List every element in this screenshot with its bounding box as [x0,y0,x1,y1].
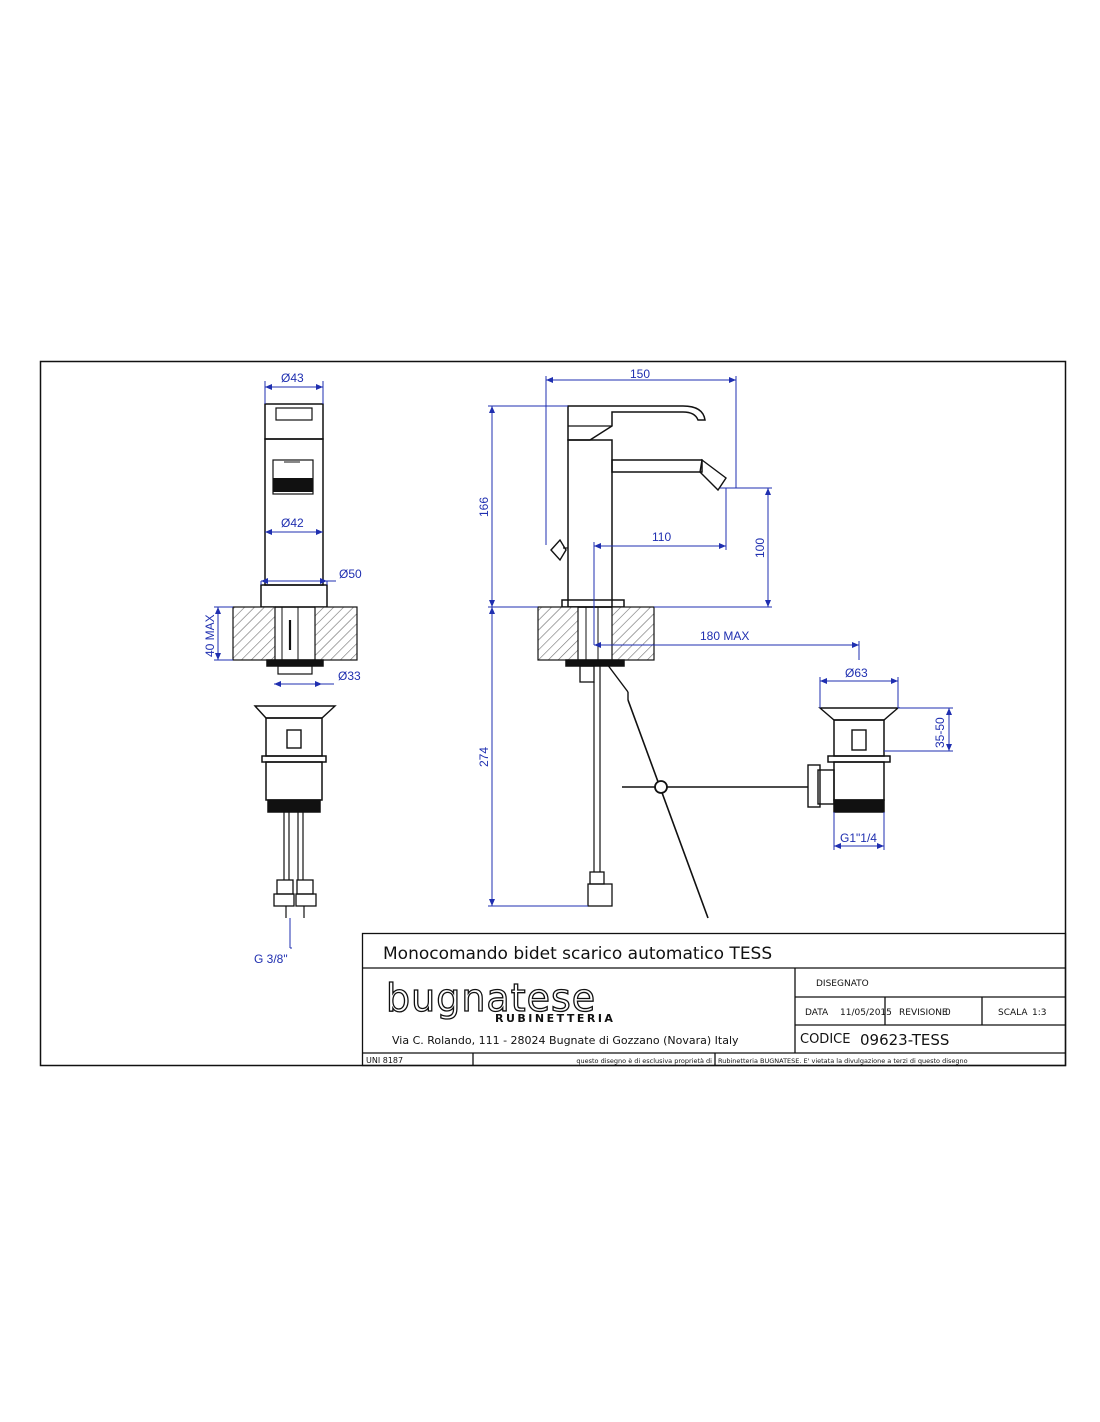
standard-label: UNI 8187 [366,1056,403,1065]
front-deck-left [537,606,579,661]
side-deck-left [232,606,276,661]
side-view [232,403,358,918]
front-drain-rod [627,699,709,919]
codice-value: 09623-TESS [860,1031,949,1049]
side-body [264,438,324,586]
dim-drain-thread: G1"1/4 [840,831,877,845]
scala-label: SCALA [998,1008,1028,1018]
dim-side-base-diam: Ø50 [339,567,362,581]
dim-front-width: 150 [630,367,650,381]
data-label: DATA [805,1008,829,1018]
brand-logo: bugnatese [386,976,596,1020]
side-base-flange [260,584,328,608]
codice-label: CODICE [800,1032,850,1047]
dim-side-body-diam: Ø42 [281,516,304,530]
side-view-dimensions [214,381,336,949]
data-value: 11/05/2015 [840,1008,892,1018]
disegnato-label: DISEGNATO [816,979,869,989]
dim-drain-top-diam: Ø63 [845,666,868,680]
dim-side-top-diam: Ø43 [281,371,304,385]
company-address: Via C. Rolando, 111 - 28024 Bugnate di G… [392,1034,739,1047]
dim-front-drain-max: 180 MAX [700,629,749,643]
drain-detail-dimensions [819,677,953,850]
side-view-dimension-labels: Ø43 Ø42 Ø50 40 MAX Ø33 G 3/8" [203,371,362,966]
front-body [567,439,613,608]
side-handle-cap [264,403,324,440]
front-deck-right [611,606,655,661]
dim-front-spout-reach: 110 [652,530,671,544]
title-block [361,932,1067,1067]
dim-drain-range: 35-50 [933,717,947,748]
brand-subtitle: RUBINETTERIA [495,1012,615,1025]
drain-detail [806,707,900,813]
front-lever [567,405,706,441]
disclaimer-right: Rubinetteria BUGNATESE. E' vietata la di… [718,1057,968,1065]
front-spout [611,459,703,473]
dim-front-height: 166 [477,497,491,517]
revisione-label: REVISIONE [899,1008,948,1018]
scala-value: 1:3 [1032,1008,1046,1018]
front-view-dimensions [488,376,860,907]
front-view [537,405,806,919]
title-block-text: Monocomando bidet scarico automatico TES… [366,944,1046,1065]
front-view-dimension-labels: 150 166 110 100 274 180 MAX [477,367,767,767]
revisione-value: 0 [945,1008,951,1018]
disclaimer-left: questo disegno è di esclusiva proprietà … [576,1057,712,1065]
drain-detail-dimension-labels: Ø63 35-50 G1"1/4 [840,666,947,845]
dim-side-thread: G 3/8" [254,952,288,966]
side-deck-right [314,606,358,661]
dim-side-hole-diam: Ø33 [338,669,361,683]
drawing-title: Monocomando bidet scarico automatico TES… [383,944,772,964]
dim-front-below-deck: 274 [477,747,491,767]
dim-front-spout-height: 100 [753,538,767,558]
dim-side-height-max: 40 MAX [203,614,217,657]
